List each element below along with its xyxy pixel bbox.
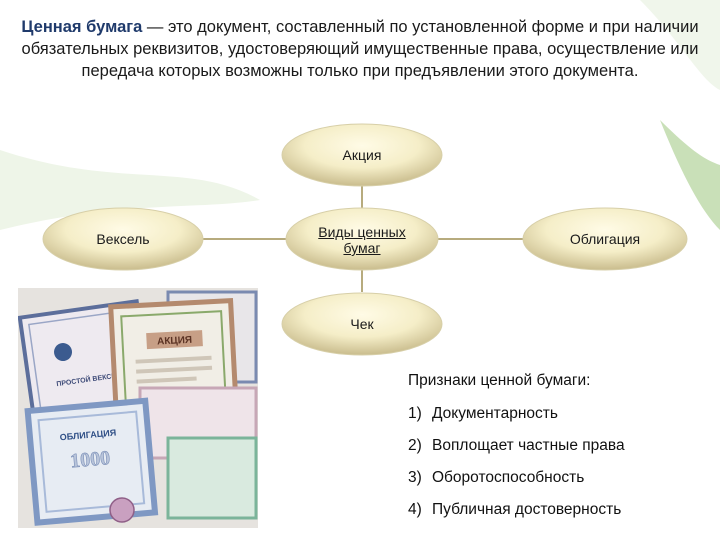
- cert-label-akciya: АКЦИЯ: [157, 335, 193, 348]
- definition-term: Ценная бумага: [21, 18, 143, 36]
- sign-item-number: 4): [408, 501, 422, 518]
- node-bottom-label: Чек: [350, 316, 374, 332]
- sign-item-number: 2): [408, 437, 422, 454]
- sign-item-text: Публичная достоверность: [432, 501, 622, 518]
- signs-block: Признаки ценной бумаги: 1) Документарност…: [408, 372, 708, 532]
- definition-text: Ценная бумага — это документ, составленн…: [18, 16, 702, 82]
- node-center-shape: [285, 207, 439, 271]
- node-center: Виды ценных бумаг: [290, 223, 434, 257]
- node-left-label: Вексель: [96, 231, 150, 247]
- signs-title: Признаки ценной бумаги:: [408, 372, 591, 389]
- node-left: Вексель: [43, 224, 203, 254]
- node-right-shape: [522, 207, 688, 271]
- node-center-label: Виды ценных бумаг: [318, 224, 406, 256]
- node-bottom: Чек: [282, 309, 442, 339]
- sign-item-number: 3): [408, 469, 422, 486]
- sign-item: 4) Публичная достоверность: [408, 500, 708, 532]
- sign-item-number: 1): [408, 405, 422, 422]
- definition-body: — это документ, составленный по установл…: [21, 18, 699, 80]
- node-left-shape: [42, 207, 204, 271]
- sign-item: 1) Документарность: [408, 404, 708, 436]
- node-top-shape: [281, 123, 443, 187]
- sign-item: 3) Оборотоспособность: [408, 468, 708, 500]
- signs-list: 1) Документарность 2) Воплощает частные пр…: [408, 404, 708, 532]
- securities-photo: ПРОСТОЙ ВЕКСЕЛЬ АКЦИЯ ОБЛИГАЦИЯ 1000: [18, 288, 258, 528]
- node-top-label: Акция: [342, 147, 382, 163]
- cert-label-amount: 1000: [69, 447, 111, 472]
- sign-item-text: Документарность: [432, 405, 558, 422]
- node-right-label: Облигация: [569, 231, 641, 247]
- node-bottom-shape: [281, 292, 443, 356]
- sign-item-text: Воплощает частные права: [432, 437, 625, 454]
- sign-item-text: Оборотоспособность: [432, 469, 585, 486]
- cert-label-obligaciya: ОБЛИГАЦИЯ: [59, 427, 116, 442]
- sign-item: 2) Воплощает частные права: [408, 436, 708, 468]
- node-top: Акция: [282, 140, 442, 170]
- node-right: Облигация: [523, 224, 687, 254]
